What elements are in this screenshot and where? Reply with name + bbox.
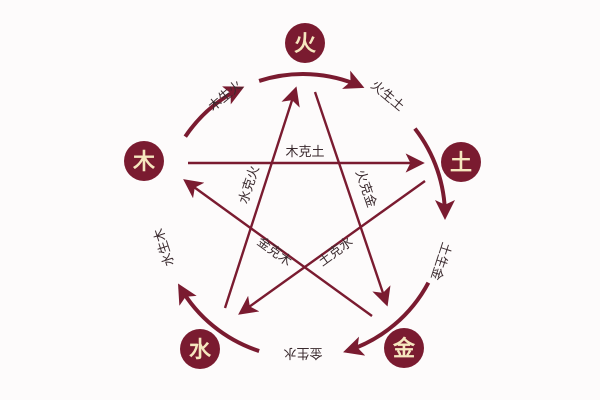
label-fire-metal: 火克金 (352, 168, 380, 210)
water-generates-wood-arc (178, 283, 260, 353)
svg-text:火: 火 (294, 32, 316, 57)
metal-generates-water-arc (343, 281, 431, 356)
label-water-wood: 水生木 (152, 226, 178, 268)
label-earth-metal: 土生金 (427, 240, 454, 282)
label-metal-water: 金生水 (283, 345, 322, 361)
label-metal-wood: 金克木 (254, 234, 295, 270)
node-fire: 火 (285, 23, 325, 63)
fire-overcomes-metal-arrow (313, 91, 391, 307)
svg-text:水: 水 (189, 338, 212, 363)
node-metal: 金 (384, 328, 424, 368)
metal-overcomes-wood-arrow (183, 179, 373, 317)
label-wood-earth: 木克土 (285, 145, 324, 160)
node-water: 水 (180, 329, 220, 369)
wood-generates-fire-arc (183, 86, 245, 138)
water-overcomes-fire-arrow (223, 86, 300, 309)
svg-text:土: 土 (450, 151, 472, 176)
label-wood-fire: 木生火 (206, 78, 246, 115)
label-fire-earth: 火生土 (367, 78, 407, 115)
svg-text:金: 金 (392, 336, 416, 362)
earth-overcomes-water-arrow (238, 180, 426, 315)
fire-generates-earth-arc (258, 70, 365, 89)
svg-text:木: 木 (132, 150, 156, 175)
node-wood: 木 (124, 141, 164, 181)
label-earth-water: 土克水 (316, 235, 356, 270)
node-earth: 土 (441, 142, 481, 182)
earth-generates-metal-arc (413, 127, 455, 220)
